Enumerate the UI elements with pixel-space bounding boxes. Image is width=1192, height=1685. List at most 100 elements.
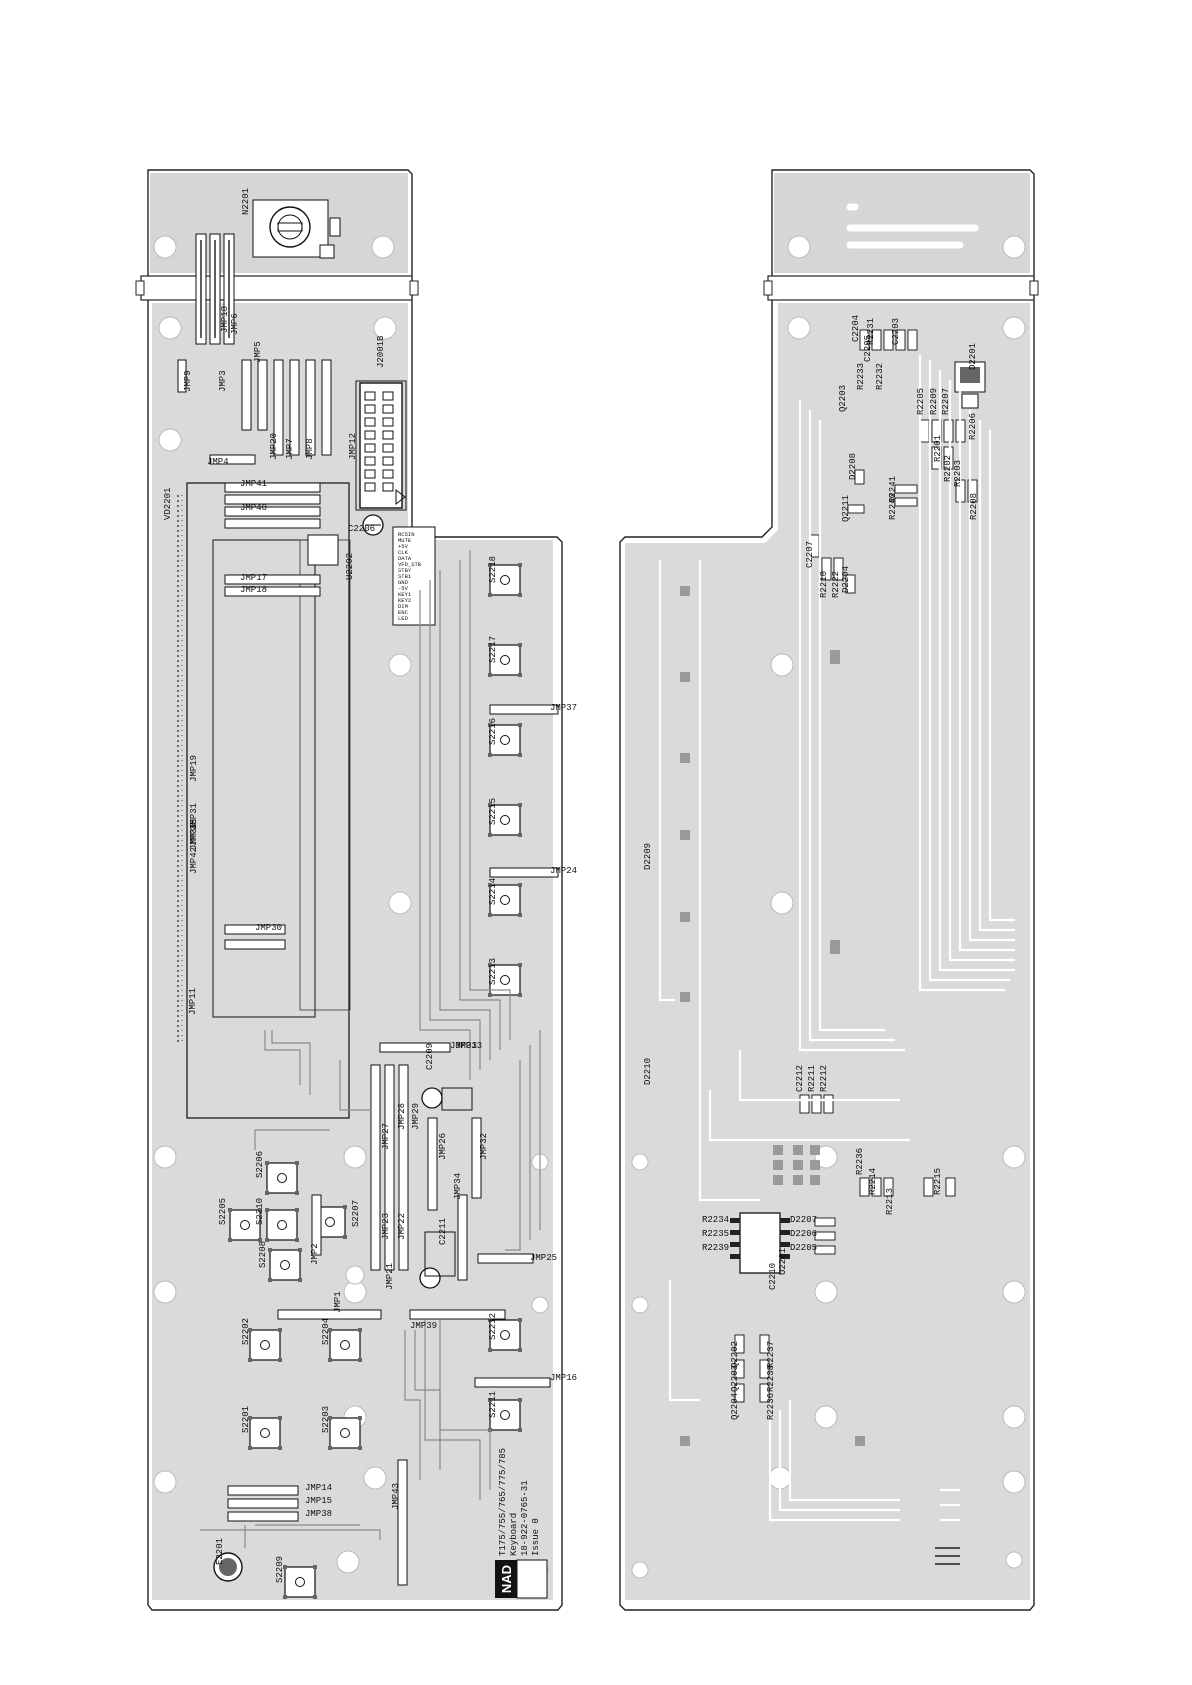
component-label: S2217	[488, 636, 498, 663]
component-label: N2201	[241, 188, 251, 215]
component-label: D2206	[790, 1229, 817, 1239]
tactile-switch	[488, 723, 522, 757]
component-label: R2239	[702, 1243, 729, 1253]
vertical-jumper-columns	[311, 1064, 482, 1586]
component-label: JMP42	[189, 847, 199, 874]
component-label: R2241	[888, 476, 898, 503]
component-label: R2231	[866, 318, 876, 345]
component-label: JMP26	[438, 1133, 448, 1160]
connector-pin-label: -5V	[398, 585, 409, 592]
component-label: JMP40	[240, 503, 267, 513]
connector-pin-label: RC5IN	[398, 531, 415, 538]
vfd-pin-row	[177, 495, 183, 1045]
component-label: S2208	[258, 1241, 268, 1268]
tactile-switch	[488, 563, 522, 597]
tactile-switch	[268, 1248, 302, 1282]
component-label: JMP23	[381, 1213, 391, 1240]
component-label: E2201	[215, 1538, 225, 1565]
connector-pin-label: CLK	[398, 549, 409, 556]
horizontal-jumpers-mid	[277, 704, 559, 1388]
component-label: R2240	[888, 493, 898, 520]
tactile-switch	[283, 1565, 317, 1599]
component-label: R2238	[766, 1365, 776, 1392]
component-label: S2213	[488, 958, 498, 985]
tactile-switch	[488, 883, 522, 917]
component-label: JMP28	[397, 1103, 407, 1130]
connector-pin-label: KEY1	[398, 591, 412, 598]
c2209	[421, 1087, 443, 1109]
component-label: R2235	[702, 1229, 729, 1239]
connector-pin-label: STB1	[398, 573, 412, 580]
component-label: JMP36	[189, 823, 199, 850]
component-label: JMP9	[183, 370, 193, 392]
component-label: JMP13	[455, 1041, 482, 1051]
component-label: C2210	[768, 1263, 778, 1290]
component-label: JMP6	[230, 313, 240, 335]
connector-pin-label: MUTE	[398, 537, 412, 544]
connector-pin-label: +5V	[398, 543, 409, 550]
jumper-bank-top	[241, 359, 332, 456]
component-label: R2205	[916, 388, 926, 415]
component-label: JMP17	[240, 573, 267, 583]
component-label: R2206	[968, 413, 978, 440]
component-label: S2202	[241, 1318, 251, 1345]
component-label: S2206	[255, 1151, 265, 1178]
component-label: R2236	[766, 1393, 776, 1420]
component-label: C2204	[851, 315, 861, 342]
tactile-switch	[265, 1161, 299, 1195]
component-label: JMP8	[305, 438, 315, 460]
connector-pin-label: ENC	[398, 609, 409, 616]
board-name-text: Keyboard	[509, 1513, 519, 1556]
component-label: JMP4	[207, 457, 229, 467]
tactile-switch	[328, 1416, 362, 1450]
component-label: R2232	[875, 363, 885, 390]
tactile-switch	[248, 1328, 282, 1362]
brand-logo-text: NAD	[499, 1565, 514, 1593]
issue-text: Issue 0	[531, 1518, 541, 1556]
component-label: S2210	[255, 1198, 265, 1225]
component-label: S2218	[488, 556, 498, 583]
part-number-text: 18-922-0765-31	[520, 1480, 530, 1556]
component-label: S2216	[488, 718, 498, 745]
tactile-switch	[488, 643, 522, 677]
component-label: D2209	[643, 843, 653, 870]
component-label: JMP33	[450, 1041, 477, 1051]
left-trace-bundle	[200, 550, 541, 1548]
component-label: JMP18	[240, 585, 267, 595]
component-label: JMP7	[285, 438, 295, 460]
component-label: C2206	[348, 524, 375, 534]
right-trace-bundle	[658, 355, 1015, 1565]
right-smd-pads	[734, 329, 978, 1403]
component-label: JMP2	[310, 1243, 320, 1265]
component-label: S2201	[241, 1406, 251, 1433]
connector-pin-label: STBY	[398, 567, 412, 574]
component-label: JMP41	[240, 479, 267, 489]
component-label: U2202	[345, 553, 355, 580]
component-label: Q2203	[838, 385, 848, 412]
component-label: R2207	[941, 388, 951, 415]
component-label: JMP21	[385, 1263, 395, 1290]
component-label: JMP24	[550, 866, 577, 876]
left-mounting-holes	[153, 235, 549, 1579]
component-label: R2209	[929, 388, 939, 415]
component-label: JMP39	[410, 1321, 437, 1331]
e2201	[213, 1552, 243, 1582]
component-label: S2212	[488, 1313, 498, 1340]
component-label: R2215	[933, 1168, 943, 1195]
component-label: JMP12	[348, 433, 358, 460]
connector-pin-label: DATA	[398, 555, 412, 562]
component-label: S2204	[321, 1318, 331, 1345]
component-label: JMP34	[453, 1173, 463, 1200]
connector-j2001b	[355, 380, 407, 511]
component-label: C2212	[795, 1065, 805, 1092]
component-label: D2205	[790, 1243, 817, 1253]
component-label: R2222	[831, 571, 841, 598]
c2211	[419, 1267, 441, 1289]
component-label: Q2211	[841, 495, 851, 522]
component-label: Q2204	[730, 1393, 740, 1420]
component-label: JMP25	[530, 1253, 557, 1263]
component-label: S2207	[351, 1200, 361, 1227]
right-copper-area	[625, 303, 1030, 1600]
